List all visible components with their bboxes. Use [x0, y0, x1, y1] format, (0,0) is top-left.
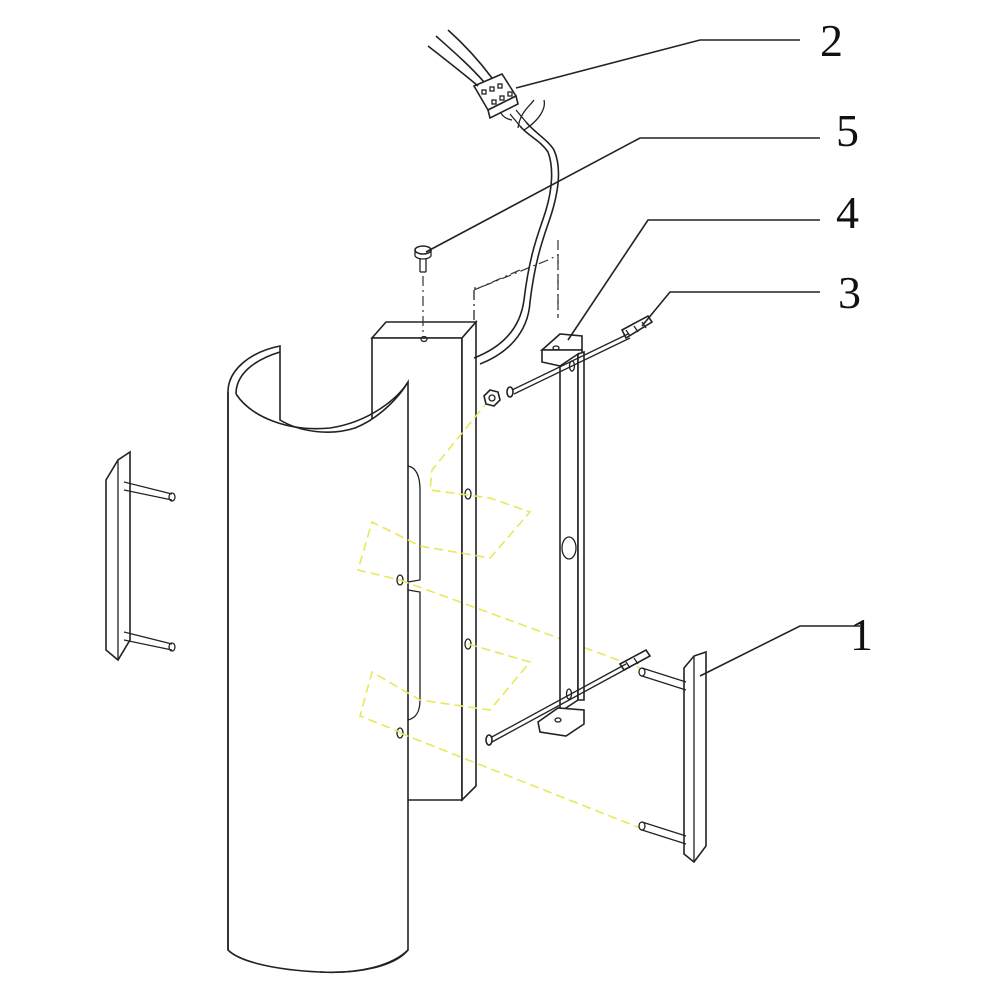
- leader-3: [641, 291, 820, 327]
- half-round-cover: [227, 345, 421, 974]
- callout-4: 4: [836, 187, 859, 238]
- side-plate-right: [638, 650, 707, 864]
- housing-hole-bottom: [464, 638, 472, 650]
- callout-5: 5: [836, 105, 859, 156]
- hex-nut: [483, 389, 501, 407]
- screw-bottom: [485, 663, 629, 746]
- callout-3: 3: [838, 267, 861, 318]
- alignment-guides: [356, 399, 641, 829]
- callout-1: 1: [850, 609, 873, 660]
- wall-anchor-bottom: [618, 648, 652, 672]
- side-plate-left: [105, 450, 176, 662]
- leader-5: [425, 137, 820, 253]
- cover-hole-upper: [396, 574, 404, 586]
- power-cable: [473, 99, 560, 365]
- leader-lines: [425, 39, 860, 677]
- mounting-bracket: [537, 333, 585, 737]
- cover-hole-lower: [396, 727, 404, 739]
- callout-2: 2: [820, 15, 843, 66]
- bracket-hole-mid: [561, 536, 577, 560]
- terminal-block: [472, 72, 519, 120]
- incoming-wires: [427, 29, 493, 87]
- phantom-top-plate: [473, 240, 559, 322]
- leader-4: [567, 219, 820, 341]
- screw-top: [506, 333, 631, 398]
- leader-1: [699, 625, 860, 677]
- leader-2: [515, 39, 800, 89]
